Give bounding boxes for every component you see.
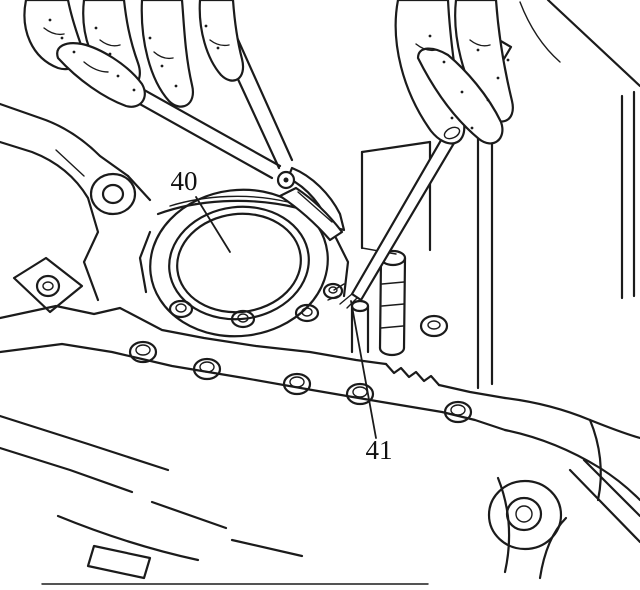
left-hand <box>23 0 245 108</box>
seal-debris-marks <box>327 283 345 301</box>
right-thumb <box>416 47 504 145</box>
leader-line-41 <box>350 300 377 439</box>
right-hand-creases <box>415 39 491 52</box>
rib-bolt-heads <box>128 340 473 424</box>
left-finger-3 <box>140 0 195 108</box>
stud-threads <box>380 281 405 329</box>
right-middle-finger <box>454 0 514 123</box>
left-mount-arm <box>0 102 152 302</box>
callouts: 40 41 <box>171 166 393 465</box>
left-hand-stipple <box>48 18 220 92</box>
callout-40-label: 40 <box>171 166 198 196</box>
right-hand-stipple <box>428 34 510 130</box>
right-hand <box>394 0 561 145</box>
bore-bolt-bosses <box>168 282 344 329</box>
seal-plate <box>138 195 350 298</box>
pliers-jaws <box>278 166 346 242</box>
left-boss <box>12 256 84 314</box>
left-finger-4 <box>198 0 245 82</box>
leader-line-40 <box>195 196 231 253</box>
left-thumb <box>56 42 146 108</box>
block-ribs <box>0 304 507 432</box>
mounting-studs <box>350 249 449 357</box>
pliers-pivot <box>276 170 296 190</box>
fingernail <box>443 126 461 140</box>
oil-pan-lines <box>0 414 429 585</box>
callout-41-label: 41 <box>366 435 393 465</box>
left-hand-creases <box>43 27 230 73</box>
right-bracket <box>487 396 640 580</box>
